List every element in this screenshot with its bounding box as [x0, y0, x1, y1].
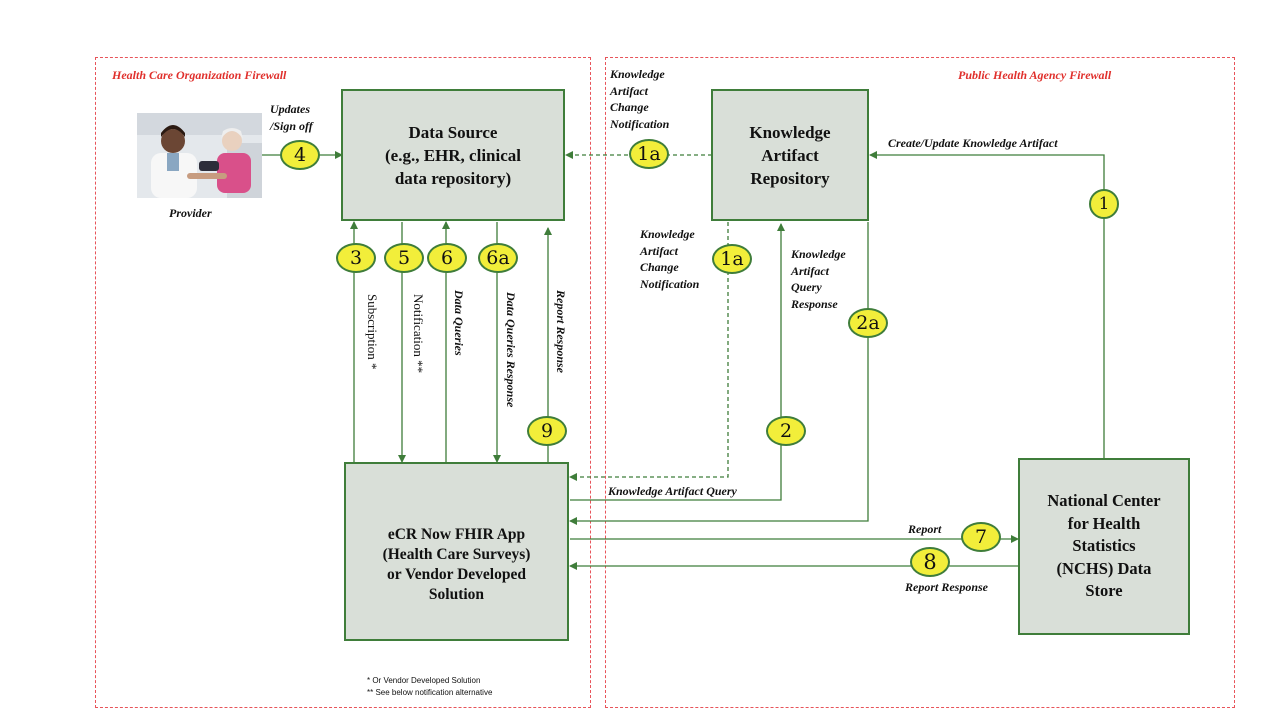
kar-line-2: Artifact [761, 145, 819, 165]
pha-firewall-title: Public Health Agency Firewall [958, 68, 1112, 82]
subscription-label: Subscription * [365, 294, 380, 370]
create-update-label: Create/Update Knowledge Artifact [888, 136, 1058, 150]
knowledge-artifact-repository-box: Knowledge Artifact Repository [711, 89, 869, 221]
data-queries-response-label: Data Queries Response [504, 292, 518, 408]
nchs-line-3: Statistics [1072, 536, 1136, 556]
nchs-line-4: (NCHS) Data [1056, 558, 1152, 578]
ecr-line-4: Solution [428, 585, 485, 603]
kar-line-3: Repository [750, 168, 830, 188]
data-source-line-1: Data Source [408, 122, 498, 142]
nchs-line-2: for Health [1067, 513, 1141, 533]
step-1a-top-badge: 1a [629, 139, 669, 169]
ka-query-label: Knowledge Artifact Query [608, 484, 737, 498]
kacn-mid-label: Knowledge Artifact Change Notification [640, 227, 700, 291]
footnote-2: ** See below notification alternative [367, 688, 493, 697]
step-2-badge: 2 [766, 416, 806, 446]
step-9-badge: 9 [527, 416, 567, 446]
ecr-line-3: or Vendor Developed [387, 565, 526, 583]
report-response-vertical-label: Report Response [554, 290, 568, 374]
nchs-data-store-box: National Center for Health Statistics (N… [1018, 458, 1190, 635]
public-health-agency-firewall [605, 57, 1235, 708]
ka-query-response-label: Knowledge Artifact Query Response [791, 247, 846, 311]
health-care-organization-firewall [95, 57, 591, 708]
data-source-line-2: (e.g., EHR, clinical [385, 145, 521, 165]
ka-query-arrow [570, 223, 785, 501]
data-source-line-3: data repository) [394, 168, 512, 188]
provider-label: Provider [169, 206, 212, 220]
kar-line-1: Knowledge [749, 122, 831, 142]
step-6-badge: 6 [427, 243, 467, 273]
hco-firewall-title: Health Care Organization Firewall [112, 68, 287, 82]
kacn-mid-arrow [569, 222, 729, 481]
nchs-line-1: National Center [1047, 491, 1161, 511]
step-6a-badge: 6a [478, 243, 518, 273]
step-7-badge: 7 [961, 522, 1001, 552]
provider-photo [137, 113, 262, 198]
step-1-badge: 1 [1089, 189, 1119, 219]
step-1a-mid-badge: 1a [712, 244, 752, 274]
step-2a-badge: 2a [848, 308, 888, 338]
updates-label: Updates /Sign off [270, 102, 313, 133]
step-8-badge: 8 [910, 547, 950, 577]
create-update-arrow [869, 151, 1105, 458]
ecr-line-2: (Health Care Surveys) [382, 545, 531, 563]
notification-label: Notification ** [411, 294, 426, 374]
step-5-badge: 5 [384, 243, 424, 273]
report-label: Report [908, 522, 942, 536]
provider-illustration [137, 113, 262, 198]
step-3-badge: 3 [336, 243, 376, 273]
data-queries-label: Data Queries [452, 290, 466, 356]
report-response-label: Report Response [905, 580, 989, 594]
step-4-badge: 4 [280, 140, 320, 170]
kacn-top-label: Knowledge Artifact Change Notification [610, 67, 670, 131]
ecr-line-1: eCR Now FHIR App [387, 525, 526, 543]
data-source-box: Data Source (e.g., EHR, clinical data re… [341, 89, 565, 221]
nchs-line-5: Store [1085, 581, 1123, 601]
ecr-now-fhir-app-box: eCR Now FHIR App (Health Care Surveys) o… [344, 462, 569, 641]
footnote-1: * Or Vendor Developed Solution [367, 676, 481, 685]
